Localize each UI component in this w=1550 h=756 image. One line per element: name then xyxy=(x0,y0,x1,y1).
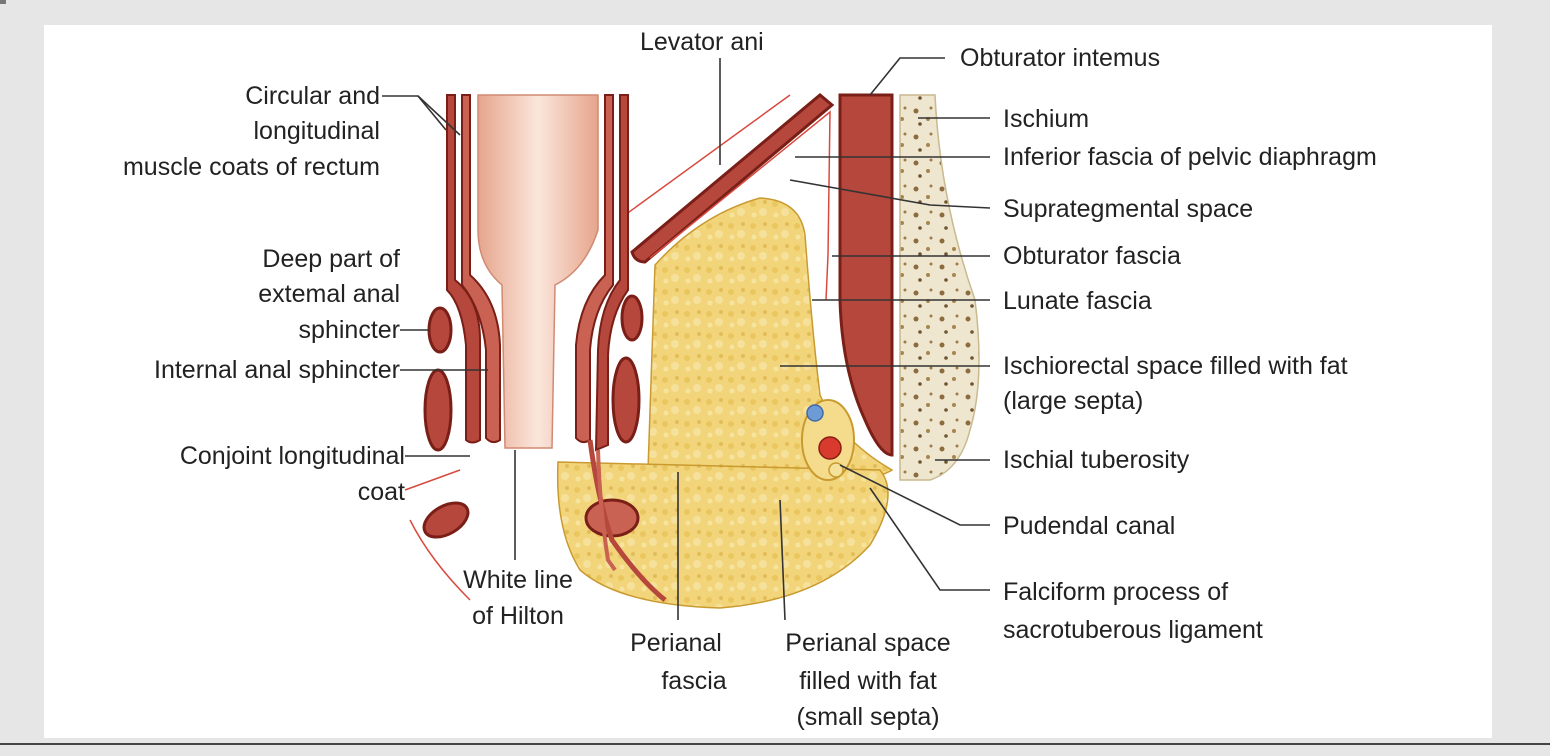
external-sphincter-superficial-left xyxy=(423,368,453,452)
leader-supralevator xyxy=(789,179,991,209)
label-perianal-space-1: Perianal space xyxy=(785,629,950,657)
external-sphincter-deep-left xyxy=(427,306,453,354)
label-ischiorectal-1: Ischiorectal space filled with fat xyxy=(1003,352,1348,380)
leader-falciform xyxy=(869,487,990,591)
label-falciform-1: Falciform process of xyxy=(1003,578,1228,606)
leader-circular-longitudinal-2 xyxy=(417,95,461,136)
label-levator-ani: Levator ani xyxy=(640,28,764,56)
label-circular-longitudinal-3: muscle coats of rectum xyxy=(123,153,380,181)
label-pudendal-canal: Pudendal canal xyxy=(1003,512,1175,540)
pudendal-nerve xyxy=(828,462,844,478)
obturator-internus-muscle xyxy=(838,93,894,457)
label-deep-external-3: sphincter xyxy=(299,316,400,344)
label-lunate-fascia: Lunate fascia xyxy=(1003,287,1152,315)
rectal-muscle-coat-right-outer xyxy=(594,94,629,452)
label-ischial-tuberosity: Ischial tuberosity xyxy=(1003,446,1190,474)
pudendal-vein xyxy=(806,404,824,422)
label-white-line-1: White line xyxy=(463,566,573,594)
label-deep-external-2: extemal anal xyxy=(258,280,400,308)
label-perianal-space-3: (small septa) xyxy=(796,703,939,731)
rectal-muscle-coat-right xyxy=(575,94,614,444)
label-ischiorectal-2: (large septa) xyxy=(1003,387,1143,415)
label-internal-sphincter: Internal anal sphincter xyxy=(154,356,400,384)
rectal-muscle-coat-left-outer xyxy=(461,94,501,444)
label-circular-longitudinal-1: Circular and xyxy=(245,82,380,110)
label-falciform-2: sacrotuberous ligament xyxy=(1003,616,1263,644)
conjoint-coat-fibres-right-2 xyxy=(596,449,617,572)
leader-obturator-internus xyxy=(869,57,945,96)
corner-mark xyxy=(0,0,6,4)
label-inferior-fascia: Inferior fascia of pelvic diaphragm xyxy=(1003,143,1377,171)
label-white-line-2: of Hilton xyxy=(472,602,564,630)
leader-perianal-space xyxy=(779,499,786,621)
anal-canal-mucosa xyxy=(477,94,599,449)
ischium-bone xyxy=(899,94,980,481)
levator-ani-muscle xyxy=(630,93,835,264)
perianal-fat xyxy=(556,461,889,609)
bottom-divider xyxy=(0,743,1550,745)
label-conjoint-2: coat xyxy=(358,478,405,506)
external-sphincter-deep-right xyxy=(620,294,644,342)
leader-lines xyxy=(382,57,991,621)
label-circular-longitudinal-2: longitudinal xyxy=(254,117,381,145)
anatomy-drawing xyxy=(404,93,980,609)
external-sphincter-superficial-right xyxy=(611,356,641,444)
label-perianal-fascia-1: Perianal xyxy=(630,629,722,657)
leader-pudendal-canal xyxy=(839,464,990,526)
fascia-lines xyxy=(404,94,831,601)
label-obturator-internus: Obturator intemus xyxy=(960,44,1160,72)
label-perianal-fascia-2: fascia xyxy=(661,667,726,695)
external-sphincter-subcutaneous-left xyxy=(422,501,470,539)
pudendal-artery xyxy=(818,436,842,460)
conjoint-coat-fibres-right xyxy=(587,439,667,602)
label-ischium: Ischium xyxy=(1003,105,1089,133)
label-perianal-space-2: filled with fat xyxy=(799,667,937,695)
label-supralevator: Suprategmental space xyxy=(1003,195,1253,223)
label-obturator-fascia: Obturator fascia xyxy=(1003,242,1181,270)
label-conjoint-1: Conjoint longitudinal xyxy=(180,442,405,470)
external-sphincter-subcutaneous-right xyxy=(584,498,640,538)
labels: Levator ani Obturator intemus Circular a… xyxy=(123,28,1377,731)
label-deep-external-1: Deep part of xyxy=(262,245,400,273)
